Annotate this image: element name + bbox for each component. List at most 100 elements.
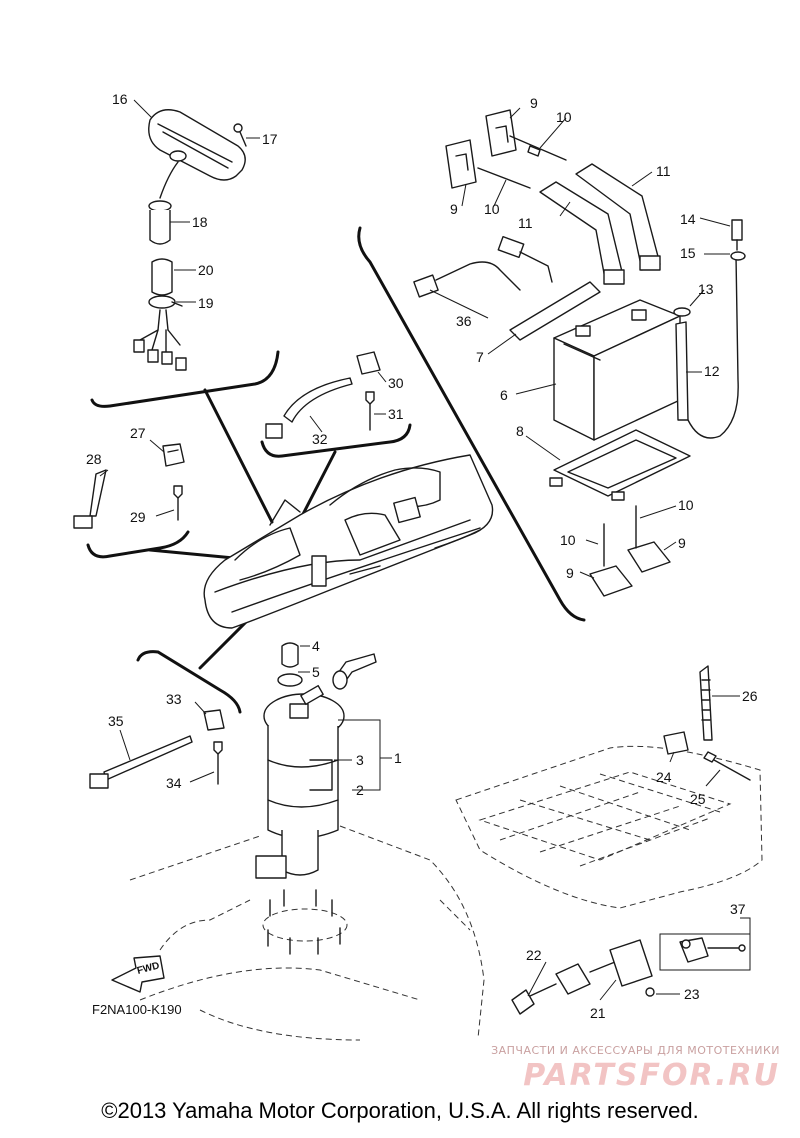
callout-32: 32 (312, 431, 328, 447)
part-35-cable-tie (89, 735, 193, 789)
callout-10-left: 10 (484, 201, 500, 217)
callout-31: 31 (388, 406, 404, 422)
part-15-clip (730, 251, 746, 261)
lower-battery-brackets (589, 505, 671, 597)
leader-lines (99, 99, 751, 1001)
fuel-tank-outline (129, 825, 485, 1041)
fuel-fitting (332, 653, 377, 690)
callout-3: 3 (356, 752, 364, 768)
part-20-sleeve (151, 258, 173, 296)
callout-14: 14 (680, 211, 696, 227)
part-14-vent (731, 219, 743, 251)
callout-22: 22 (526, 947, 542, 963)
callout-16: 16 (112, 91, 128, 107)
callout-9-lower: 9 (566, 565, 574, 581)
part-36-sensor (413, 235, 553, 298)
callout-13: 13 (698, 281, 714, 297)
callout-30: 30 (388, 375, 404, 391)
watermark-logo: PARTSFOR.RU (523, 1058, 780, 1093)
callout-28: 28 (86, 451, 102, 467)
callout-10-top: 10 (556, 109, 572, 125)
callout-8: 8 (516, 423, 524, 439)
callout-27: 27 (130, 425, 146, 441)
callout-6: 6 (500, 387, 508, 403)
callout-33: 33 (166, 691, 182, 707)
part-10-pin (477, 135, 567, 189)
callout-17: 17 (262, 131, 278, 147)
callout-4: 4 (312, 638, 320, 654)
part-28-cable-tie (73, 469, 107, 529)
part-22-cap (511, 983, 557, 1015)
callout-12: 12 (704, 363, 720, 379)
part-29-rivet (173, 485, 183, 521)
part-21-drain (555, 939, 653, 995)
wire-harness-connectors (133, 309, 187, 371)
callout-11-left: 11 (518, 215, 533, 231)
part-37-fitting (679, 937, 746, 963)
part-4-spacer (281, 642, 299, 668)
callout-21: 21 (590, 1005, 606, 1021)
part-9-bracket (445, 109, 517, 189)
bracket-top-left (90, 350, 280, 408)
part-30-clip (356, 351, 381, 375)
part-8-tray (549, 429, 691, 501)
part-27-clip (162, 443, 185, 467)
bracket-mid-left (86, 530, 190, 559)
pointer-line (298, 450, 337, 522)
callout-15: 15 (680, 245, 696, 261)
part-32-cable-tie (265, 377, 353, 439)
callout-36: 36 (456, 313, 472, 329)
fwd-arrow-icon: FWD (111, 955, 165, 993)
callout-19: 19 (198, 295, 214, 311)
part-33-clip (203, 709, 225, 731)
part-5-clamp (277, 673, 303, 687)
bracket-lower-left (136, 650, 242, 714)
pointer-line (203, 388, 274, 524)
callout-34: 34 (166, 775, 182, 791)
part-31-rivet (365, 391, 375, 431)
part-23-screw (645, 987, 655, 997)
part-16-cover (148, 109, 246, 199)
callout-10-right: 10 (678, 497, 694, 513)
callout-24: 24 (656, 769, 672, 785)
part-code: F2NA100-K190 (92, 1002, 182, 1017)
callout-23: 23 (684, 986, 700, 1002)
part-18-grommet (148, 200, 172, 245)
callout-9-right: 9 (678, 535, 686, 551)
bracket-mid-center (260, 423, 412, 458)
callout-1: 1 (394, 750, 402, 766)
callout-26: 26 (742, 688, 758, 704)
part-11-strap (539, 163, 661, 285)
part-34-rivet (213, 741, 223, 785)
part-25-rivet (703, 751, 751, 781)
part-12-hose (675, 255, 739, 439)
watercraft-outline (203, 454, 494, 629)
tank-bolts (267, 889, 341, 955)
part-13-clamp (673, 307, 691, 317)
callout-11-right: 11 (656, 163, 671, 179)
callout-numbers: 16 17 18 20 19 27 28 29 30 31 32 33 34 3… (86, 91, 758, 1021)
callout-20: 20 (198, 262, 214, 278)
part-19-clamp (148, 295, 183, 309)
part-7-pad (509, 281, 601, 341)
callout-10-lower: 10 (560, 532, 576, 548)
callout-35: 35 (108, 713, 124, 729)
callout-9-top: 9 (530, 95, 538, 111)
callout-29: 29 (130, 509, 146, 525)
part-1-fuel-pump (255, 684, 345, 879)
part-17-screw (233, 123, 247, 147)
callout-7: 7 (476, 349, 484, 365)
callout-5: 5 (312, 664, 320, 680)
part-24-clip (663, 731, 689, 755)
part-6-battery (553, 299, 681, 441)
seat-frame-outline (455, 745, 763, 909)
watermark-tagline: ЗАПЧАСТИ И АКСЕССУАРЫ ДЛЯ МОТОТЕХНИКИ (491, 1044, 780, 1057)
part-26-cable-tie (699, 665, 713, 741)
callout-9-left: 9 (450, 201, 458, 217)
callout-25: 25 (690, 791, 706, 807)
callout-18: 18 (192, 214, 208, 230)
bracket-battery-arc (357, 226, 586, 622)
callout-37: 37 (730, 901, 746, 917)
copyright-footer: ©2013 Yamaha Motor Corporation, U.S.A. A… (101, 1098, 699, 1123)
